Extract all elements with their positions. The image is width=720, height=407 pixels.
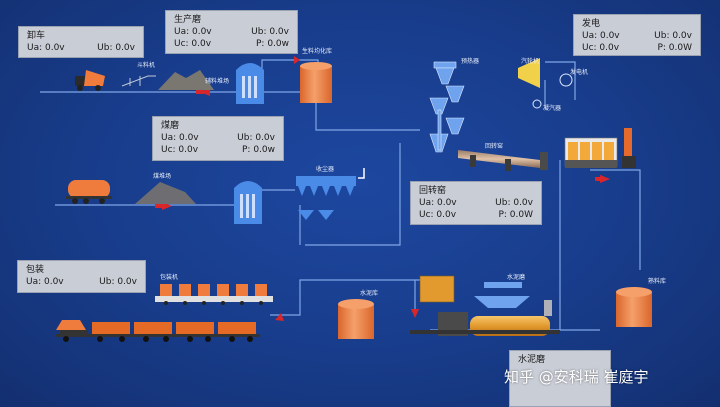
uc-value: Uc: 0.0v xyxy=(582,43,620,53)
coal-tanker xyxy=(66,180,112,204)
ub-value: Ub: 0.0v xyxy=(654,31,692,41)
dump-truck xyxy=(75,70,105,91)
label-coal-yard: 煤堆场 xyxy=(153,173,172,180)
steam-turbine xyxy=(518,58,573,109)
panel-title: 水泥磨 xyxy=(518,355,546,365)
ua-value: Ua: 0.0v xyxy=(161,133,199,143)
panel-title: 生产磨 xyxy=(174,15,202,25)
label-packer: 包装机 xyxy=(160,274,179,281)
uc-value: Uc: 0.0v xyxy=(161,145,199,155)
panel-unload: 卸车 Ua: 0.0v Ub: 0.0v xyxy=(18,26,144,58)
label-dust-collector: 收尘器 xyxy=(316,166,335,173)
label-turbine: 汽轮机 xyxy=(521,58,540,65)
preheater-tower xyxy=(429,61,465,153)
ub-value: Ub: 0.0v xyxy=(251,27,289,37)
label-homogenizer: 生料均化库 xyxy=(302,48,333,55)
panel-raw-mill: 生产磨 Ua: 0.0v Ub: 0.0v Uc: 0.0v P: 0.0w xyxy=(165,10,298,54)
label-generator: 发电机 xyxy=(570,69,589,76)
ub-value: Ub: 0.0v xyxy=(495,198,533,208)
rotary-kiln xyxy=(458,150,548,171)
ub-value: Ub: 0.0v xyxy=(99,277,137,287)
coal-mill-building xyxy=(234,181,262,224)
panel-coal-mill: 煤磨 Ua: 0.0v Ub: 0.0v Uc: 0.0v P: 0.0w xyxy=(152,116,284,161)
clinker-silo xyxy=(616,287,652,327)
stacker xyxy=(121,75,156,87)
dust-collector xyxy=(296,168,365,220)
power-value: P: 0.0w xyxy=(256,39,289,49)
ua-value: Ua: 0.0v xyxy=(174,27,212,37)
label-stacker: 斗料机 xyxy=(137,62,156,69)
label-cement-silo: 水泥库 xyxy=(360,290,379,297)
panel-title: 回转窑 xyxy=(419,186,447,196)
flow-arrows xyxy=(155,56,610,321)
panel-title: 煤磨 xyxy=(161,121,180,131)
cooler xyxy=(564,128,636,168)
cement-trucks xyxy=(56,320,260,342)
label-condenser: 凝汽器 xyxy=(543,105,562,112)
ub-value: Ub: 0.0v xyxy=(237,133,275,143)
aux-material-pile xyxy=(158,70,214,90)
label-preheater: 预热器 xyxy=(461,58,480,65)
power-value: P: 0.0W xyxy=(498,210,533,220)
cement-mill-equipment xyxy=(410,275,560,336)
pipes xyxy=(40,59,641,331)
power-value: P: 0.0w xyxy=(242,145,275,155)
uc-value: Uc: 0.0v xyxy=(174,39,212,49)
label-cement-mill: 水泥磨 xyxy=(507,274,526,281)
cement-silo xyxy=(338,299,374,339)
ua-value: Ua: 0.0v xyxy=(26,277,64,287)
power-value: P: 0.0W xyxy=(657,43,692,53)
label-clinker-silo: 熟料库 xyxy=(648,278,667,285)
panel-title: 卸车 xyxy=(27,31,46,41)
ub-value: Ub: 0.0v xyxy=(97,43,135,53)
packing-machine xyxy=(155,284,273,305)
panel-cement-mill: 水泥磨 xyxy=(509,350,611,407)
panel-packing: 包装 Ua: 0.0v Ub: 0.0v xyxy=(17,260,146,293)
uc-value: Uc: 0.0v xyxy=(419,210,457,220)
raw-mill-building xyxy=(236,63,264,104)
watermark: 知乎 @安科瑞 崔庭宇 xyxy=(504,368,649,386)
panel-title: 包装 xyxy=(26,265,45,275)
coal-pile xyxy=(135,182,196,204)
panel-title: 发电 xyxy=(582,19,601,29)
panel-rotary-kiln: 回转窑 Ua: 0.0v Ub: 0.0v Uc: 0.0v P: 0.0W xyxy=(410,181,542,225)
label-rotary-kiln: 回转窑 xyxy=(485,143,504,150)
label-aux-yard: 辅料堆场 xyxy=(205,78,230,85)
raw-meal-silo xyxy=(300,62,332,103)
ua-value: Ua: 0.0v xyxy=(582,31,620,41)
panel-power-generation: 发电 Ua: 0.0v Ub: 0.0v Uc: 0.0v P: 0.0W xyxy=(573,14,701,56)
ua-value: Ua: 0.0v xyxy=(419,198,457,208)
ua-value: Ua: 0.0v xyxy=(27,43,65,53)
